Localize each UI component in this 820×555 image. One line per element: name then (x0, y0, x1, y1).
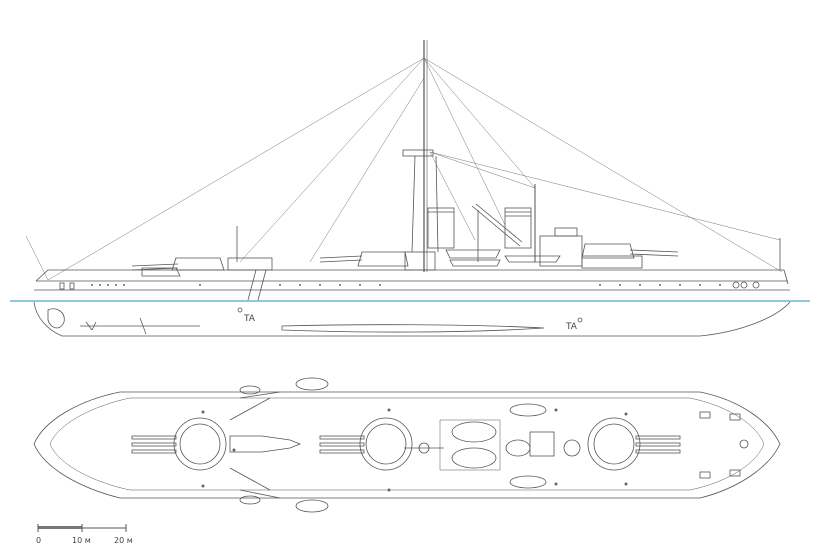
torpedo-label-aft: TA (565, 322, 578, 332)
scale-tick-10m: 10 м (72, 536, 91, 545)
side-profile (25, 40, 791, 337)
torpedo-label-fore: TA (243, 314, 256, 324)
bow-bulb (47, 308, 65, 329)
plan-fittings (239, 377, 749, 513)
plan-turret-fore (131, 417, 227, 471)
boat-crane (471, 203, 523, 262)
plan-bridge (229, 435, 302, 453)
masts (236, 40, 781, 272)
scale-tick-20m: 20 м (114, 536, 133, 545)
plan-deck-marks (201, 408, 628, 492)
superstructure (227, 227, 643, 271)
portholes (91, 284, 721, 286)
plan-turret-mid (319, 417, 413, 471)
turrets-side (131, 243, 679, 277)
hull-underwater (33, 301, 791, 337)
bilge-keel (281, 324, 545, 333)
rigging-lines (25, 57, 783, 281)
plan-view (33, 377, 781, 513)
plan-hull-outline (33, 391, 781, 499)
plan-turret-aft (587, 417, 681, 471)
plan-funnels (439, 403, 581, 489)
scale-tick-0: 0 (36, 536, 41, 545)
boats (445, 249, 561, 267)
scale-bar: 0 10 м 20 м (36, 524, 133, 545)
hull-deck-line (35, 269, 789, 285)
